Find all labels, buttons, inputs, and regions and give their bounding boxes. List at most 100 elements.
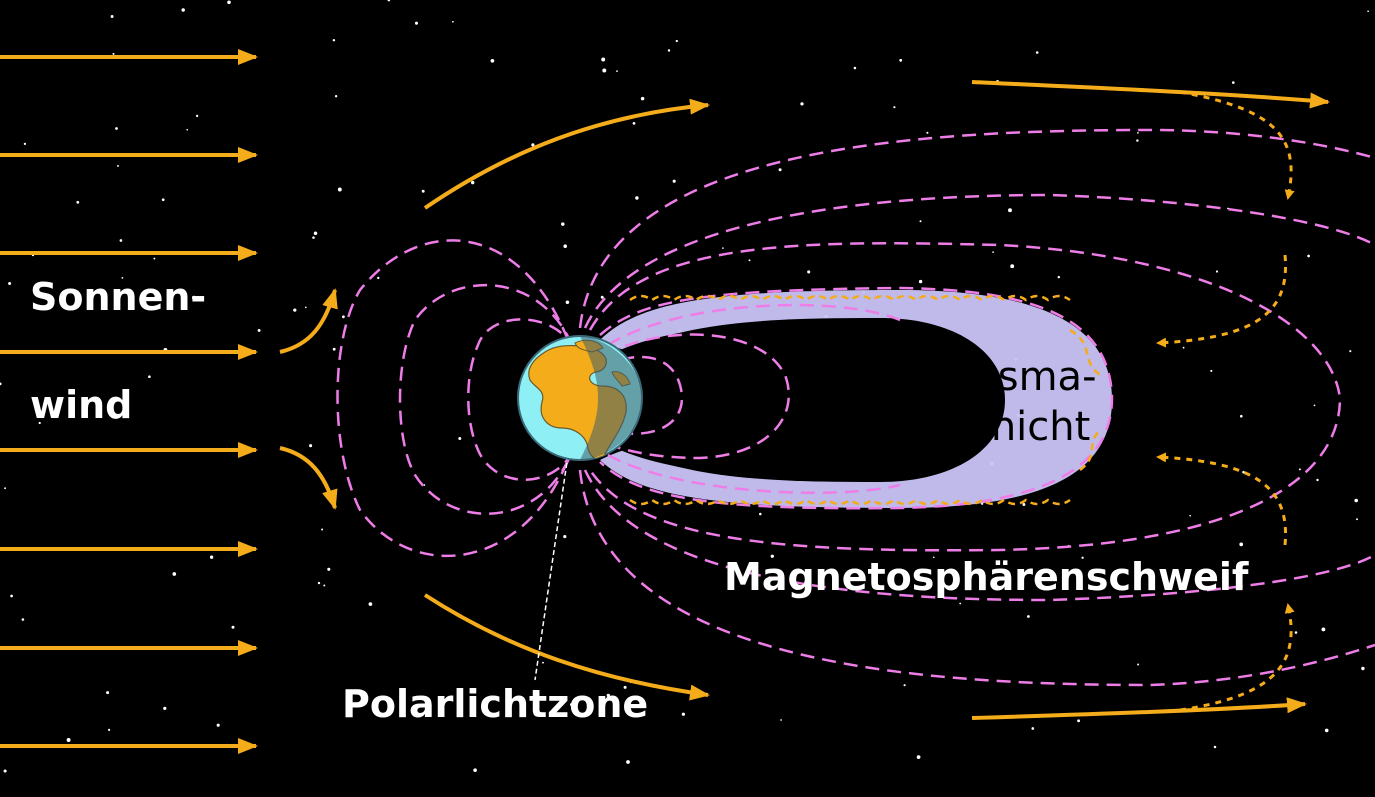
star xyxy=(800,102,804,106)
star xyxy=(23,142,27,146)
star xyxy=(1137,132,1139,134)
star xyxy=(1239,542,1244,547)
star xyxy=(1213,745,1217,749)
label-aurora-zone: Polarlichtzone xyxy=(342,682,648,726)
star xyxy=(473,768,477,772)
star xyxy=(167,305,172,310)
star xyxy=(414,21,419,25)
star xyxy=(119,239,123,242)
star xyxy=(227,0,231,5)
star xyxy=(565,300,570,304)
star xyxy=(327,567,331,571)
star xyxy=(458,437,462,440)
star xyxy=(667,49,671,52)
star xyxy=(323,584,326,587)
star xyxy=(1035,51,1039,54)
star xyxy=(722,247,724,249)
star xyxy=(321,528,324,531)
star xyxy=(1227,207,1229,210)
star xyxy=(195,114,199,118)
star xyxy=(313,231,318,236)
star xyxy=(893,106,896,109)
earth xyxy=(517,335,643,461)
star xyxy=(163,706,167,710)
star xyxy=(115,127,118,130)
star xyxy=(616,70,618,72)
star xyxy=(1354,498,1358,503)
deflected-arrow-top xyxy=(423,98,710,210)
star xyxy=(66,738,71,742)
star xyxy=(563,535,567,539)
star-field xyxy=(0,0,1369,773)
star xyxy=(186,128,188,131)
star xyxy=(1189,514,1192,517)
star xyxy=(916,755,921,759)
star xyxy=(117,164,119,167)
star xyxy=(853,66,857,70)
star xyxy=(387,0,391,2)
star xyxy=(257,328,261,332)
star xyxy=(332,38,336,42)
star xyxy=(110,15,114,18)
star xyxy=(153,257,156,260)
star xyxy=(1242,470,1245,474)
star xyxy=(1307,254,1310,258)
star xyxy=(1136,139,1139,142)
star xyxy=(231,625,235,629)
star xyxy=(121,277,124,279)
star xyxy=(337,187,342,192)
star xyxy=(490,58,495,63)
star xyxy=(106,691,110,695)
star xyxy=(38,421,41,425)
star xyxy=(1027,615,1030,618)
star xyxy=(1008,208,1012,213)
aurora-pointer-line xyxy=(534,454,569,681)
star xyxy=(216,723,220,727)
label-plasma-line1: Plasma- xyxy=(938,354,1097,400)
star xyxy=(640,96,645,101)
star xyxy=(748,259,751,262)
star xyxy=(452,20,454,23)
star xyxy=(932,556,935,559)
star xyxy=(76,200,80,204)
star xyxy=(602,68,607,73)
star xyxy=(780,719,782,721)
star xyxy=(807,270,811,274)
star xyxy=(341,315,345,319)
star xyxy=(148,375,151,379)
star xyxy=(172,572,177,576)
plasma-sheet-boundary xyxy=(629,294,1101,506)
star xyxy=(899,58,903,62)
field-lines-tail xyxy=(578,128,1375,687)
star xyxy=(626,760,630,764)
star xyxy=(10,594,13,598)
star xyxy=(69,289,73,293)
star xyxy=(304,306,307,309)
star xyxy=(1239,414,1243,418)
star xyxy=(1321,627,1326,632)
star xyxy=(108,728,111,731)
curve-arrow-up xyxy=(279,288,338,354)
star xyxy=(1316,478,1319,482)
tail-flow-arrow-top xyxy=(971,80,1330,109)
star xyxy=(1324,728,1329,733)
star xyxy=(600,295,604,299)
star xyxy=(312,236,315,239)
star xyxy=(1077,719,1081,723)
curve-arrow-down xyxy=(279,446,338,510)
star xyxy=(112,52,115,55)
star xyxy=(1349,350,1352,353)
star xyxy=(334,95,338,98)
star xyxy=(191,295,196,300)
star xyxy=(542,661,544,664)
solar-wind-arrows xyxy=(0,49,258,754)
star xyxy=(623,685,627,689)
star xyxy=(918,279,923,284)
star xyxy=(3,769,7,773)
star xyxy=(1232,81,1235,84)
return-arrow-4 xyxy=(1179,603,1295,712)
return-flow-arrows xyxy=(1156,90,1295,712)
star xyxy=(8,282,12,285)
star xyxy=(759,512,762,516)
